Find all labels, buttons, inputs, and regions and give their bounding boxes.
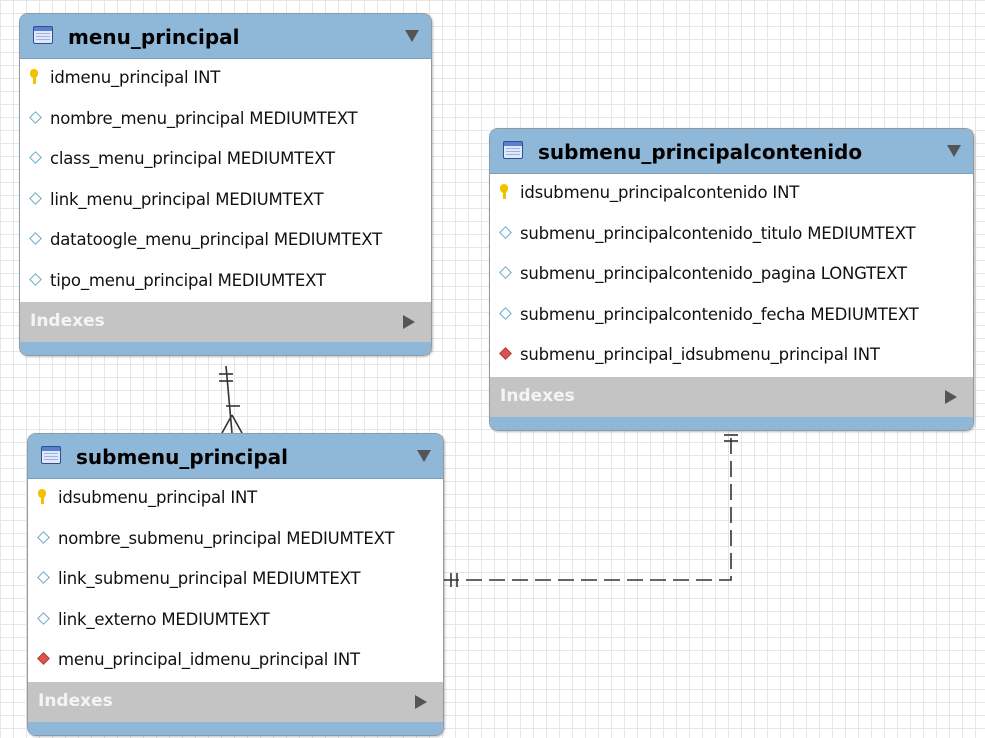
- column-label: link_submenu_principal MEDIUMTEXT: [58, 569, 361, 588]
- triangle-right-icon[interactable]: [403, 315, 415, 329]
- column-row[interactable]: idsubmenu_principalcontenido INT: [490, 174, 973, 215]
- column-label: idmenu_principal INT: [50, 68, 221, 87]
- indexes-section[interactable]: Indexes: [490, 376, 973, 417]
- column-label: class_menu_principal MEDIUMTEXT: [50, 149, 335, 168]
- indexes-label: Indexes: [30, 311, 105, 331]
- diamond-icon: [37, 611, 50, 625]
- indexes-section[interactable]: Indexes: [28, 681, 443, 722]
- diamond-icon: [37, 571, 50, 584]
- table-title: submenu_principalcontenido: [538, 140, 863, 164]
- column-row[interactable]: idmenu_principal INT: [20, 59, 431, 100]
- diamond-icon: [29, 272, 42, 286]
- triangle-right-icon[interactable]: [415, 694, 427, 709]
- diamond-icon: [29, 110, 42, 124]
- table-footer: [490, 416, 973, 430]
- column-label: datatoogle_menu_principal MEDIUMTEXT: [50, 230, 382, 249]
- table-submenu-principalcontenido[interactable]: submenu_principalcontenido idsubmenu_pri…: [489, 128, 974, 431]
- table-header[interactable]: submenu_principalcontenido: [490, 129, 973, 174]
- red-diamond-icon: [499, 347, 512, 360]
- column-row[interactable]: submenu_principal_idsubmenu_principal IN…: [490, 336, 973, 377]
- chevron-down-icon[interactable]: [947, 145, 961, 157]
- diamond-icon: [29, 232, 42, 245]
- column-label: idsubmenu_principalcontenido INT: [520, 183, 800, 202]
- relationship-menu-to-submenu: [219, 365, 243, 434]
- column-row[interactable]: submenu_principalcontenido_pagina LONGTE…: [490, 255, 973, 296]
- column-row[interactable]: idsubmenu_principal INT: [28, 479, 443, 520]
- table-footer: [20, 342, 431, 355]
- table-icon: [41, 446, 61, 464]
- table-menu-principal[interactable]: menu_principal idmenu_principal INT nomb…: [19, 13, 432, 356]
- diamond-icon: [37, 530, 50, 544]
- indexes-label: Indexes: [500, 385, 575, 406]
- chevron-down-icon[interactable]: [405, 30, 419, 42]
- column-label: submenu_principalcontenido_titulo MEDIUM…: [520, 223, 916, 243]
- table-header[interactable]: submenu_principal: [28, 434, 443, 479]
- table-header[interactable]: menu_principal: [20, 14, 431, 59]
- key-icon: [30, 69, 38, 85]
- chevron-down-icon[interactable]: [417, 450, 431, 462]
- diamond-icon: [499, 225, 512, 239]
- triangle-right-icon[interactable]: [945, 389, 957, 404]
- column-row[interactable]: class_menu_principal MEDIUMTEXT: [20, 140, 431, 181]
- red-diamond-icon: [37, 652, 50, 665]
- table-icon: [503, 141, 523, 159]
- column-row[interactable]: link_menu_principal MEDIUMTEXT: [20, 181, 431, 222]
- indexes-section[interactable]: Indexes: [20, 302, 431, 342]
- column-label: tipo_menu_principal MEDIUMTEXT: [50, 270, 326, 290]
- diamond-icon: [499, 306, 512, 320]
- column-label: idsubmenu_principal INT: [58, 488, 258, 507]
- column-row[interactable]: datatoogle_menu_principal MEDIUMTEXT: [20, 221, 431, 262]
- diamond-icon: [29, 191, 42, 205]
- column-label: nombre_submenu_principal MEDIUMTEXT: [58, 528, 395, 548]
- column-row[interactable]: menu_principal_idmenu_principal INT: [28, 641, 443, 682]
- column-label: menu_principal_idmenu_principal INT: [58, 650, 360, 669]
- table-submenu-principal[interactable]: submenu_principal idsubmenu_principal IN…: [27, 433, 444, 736]
- key-icon: [500, 184, 508, 200]
- diamond-icon: [29, 151, 42, 164]
- table-icon: [33, 26, 53, 44]
- relationship-submenu-to-contenido: [443, 428, 738, 587]
- column-label: nombre_menu_principal MEDIUMTEXT: [50, 108, 358, 128]
- column-row[interactable]: link_submenu_principal MEDIUMTEXT: [28, 560, 443, 601]
- diamond-icon: [499, 266, 512, 279]
- table-footer: [28, 721, 443, 735]
- column-label: submenu_principal_idsubmenu_principal IN…: [520, 345, 880, 364]
- column-label: link_externo MEDIUMTEXT: [58, 609, 270, 629]
- column-row[interactable]: tipo_menu_principal MEDIUMTEXT: [20, 262, 431, 303]
- column-row[interactable]: link_externo MEDIUMTEXT: [28, 601, 443, 642]
- table-title: submenu_principal: [76, 445, 288, 469]
- table-title: menu_principal: [68, 25, 240, 49]
- column-row[interactable]: submenu_principalcontenido_fecha MEDIUMT…: [490, 296, 973, 337]
- key-icon: [38, 489, 46, 505]
- column-row[interactable]: nombre_submenu_principal MEDIUMTEXT: [28, 520, 443, 561]
- column-label: submenu_principalcontenido_fecha MEDIUMT…: [520, 304, 919, 324]
- indexes-label: Indexes: [38, 690, 113, 711]
- column-label: submenu_principalcontenido_pagina LONGTE…: [520, 264, 907, 283]
- column-row[interactable]: nombre_menu_principal MEDIUMTEXT: [20, 100, 431, 141]
- column-row[interactable]: submenu_principalcontenido_titulo MEDIUM…: [490, 215, 973, 256]
- column-label: link_menu_principal MEDIUMTEXT: [50, 189, 324, 209]
